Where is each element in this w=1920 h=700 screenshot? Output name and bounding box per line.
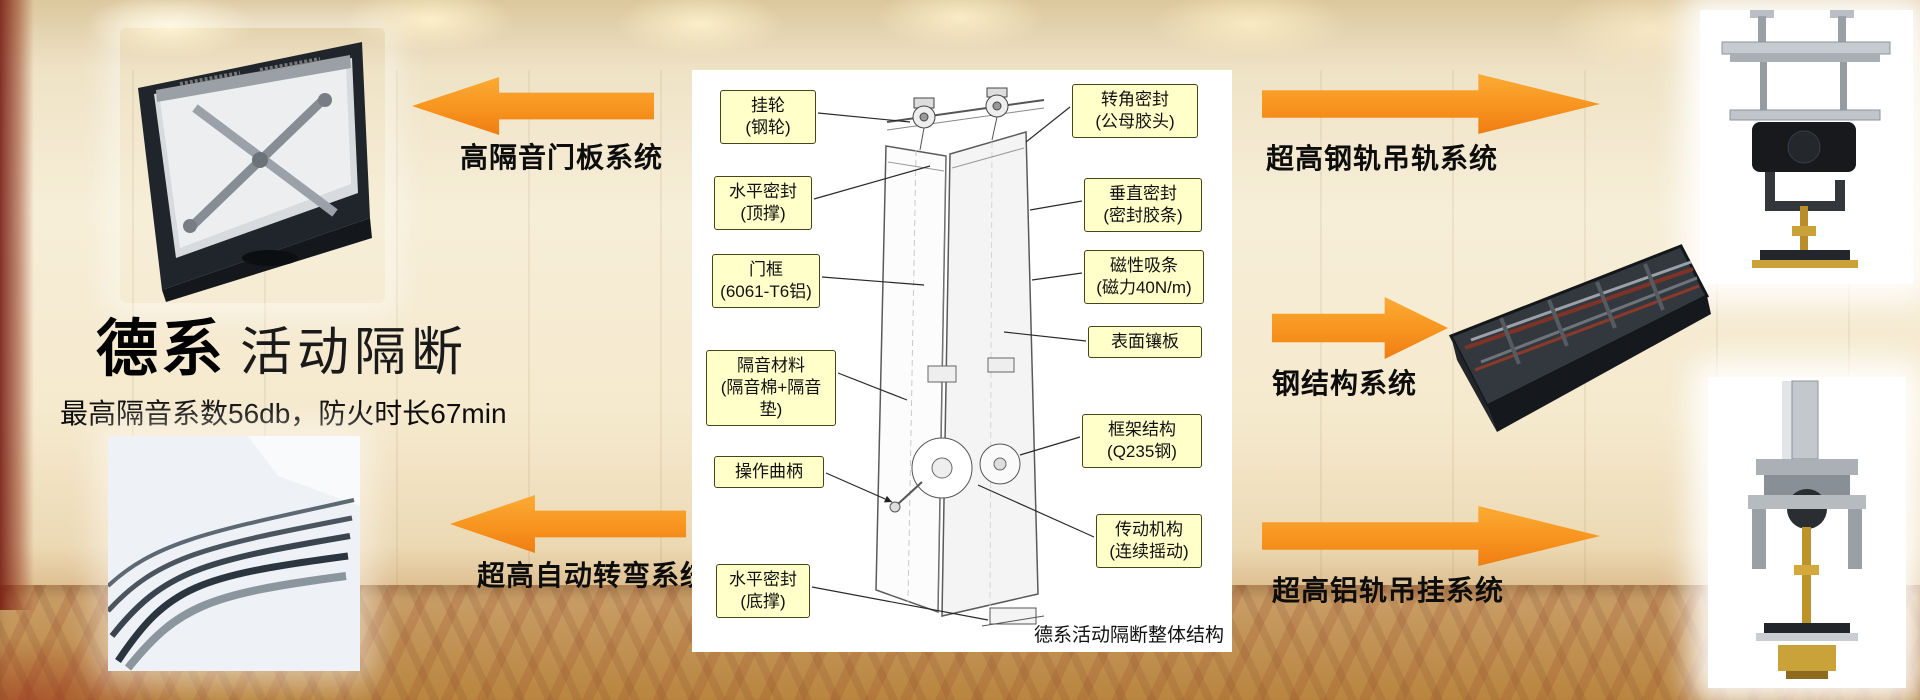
label-steel-rail-hanging-system: 超高钢轨吊轨系统	[1266, 143, 1499, 174]
callout-text: (底撑)	[740, 592, 786, 612]
callout-hanging-wheel: 挂轮 (钢轮)	[720, 90, 816, 145]
callout-frame-structure: 框架结构 (Q235钢)	[1082, 414, 1202, 469]
callout-text: 传动机构	[1115, 520, 1183, 539]
callout-text: (公母胶头)	[1095, 112, 1175, 132]
steel-rail-hanger-illustration	[1700, 10, 1913, 284]
callout-vertical-seal: 垂直密封 (密封胶条)	[1084, 178, 1202, 233]
callout-text: 水平密封	[729, 182, 797, 201]
callout-text: (磁力40N/m)	[1096, 278, 1192, 298]
callout-text: 操作曲柄	[735, 462, 803, 481]
curved-track-photo	[108, 436, 360, 671]
callout-text: 垂直密封	[1109, 184, 1177, 203]
label-door-panel-system: 高隔音门板系统	[460, 142, 664, 173]
door-panel-top-photo	[120, 28, 385, 303]
callout-transmission-mechanism: 传动机构 (连续摇动)	[1096, 514, 1202, 569]
callout-text: 门框	[749, 260, 783, 279]
callout-text: 隔音材料	[737, 356, 805, 375]
product-name: 活动隔断	[240, 324, 469, 382]
callout-operating-crank: 操作曲柄	[714, 456, 824, 489]
callout-magnetic-strip: 磁性吸条 (磁力40N/m)	[1084, 250, 1204, 305]
callout-surface-panel: 表面镶板	[1088, 326, 1202, 359]
structure-diagram-panel: 挂轮 (钢轮) 水平密封 (顶撑) 门框 (6061-T6铝) 隔音材料 (隔音…	[692, 70, 1232, 652]
callout-door-frame: 门框 (6061-T6铝)	[712, 254, 820, 309]
aluminum-rail-hanger-photo	[1708, 377, 1906, 688]
label-steel-structure-system: 钢结构系统	[1272, 368, 1418, 399]
callout-text: (密封胶条)	[1103, 206, 1183, 226]
red-curtain-edge	[0, 0, 34, 610]
label-aluminum-rail-hanging-system: 超高铝轨吊挂系统	[1272, 575, 1505, 606]
steel-structure-illustration	[1448, 244, 1711, 432]
callout-horizontal-seal-bottom: 水平密封 (底撑)	[716, 564, 810, 619]
callout-text: (6061-T6铝)	[720, 282, 812, 302]
callout-horizontal-seal-top: 水平密封 (顶撑)	[714, 176, 812, 231]
callout-text: 转角密封	[1101, 90, 1169, 109]
callout-text: 磁性吸条	[1110, 256, 1178, 275]
callout-text: 表面镶板	[1111, 332, 1179, 351]
diagram-caption: 德系活动隔断整体结构	[1034, 625, 1225, 646]
door-panel-illustration	[138, 42, 372, 302]
partition-structure-drawing	[811, 87, 1095, 627]
callout-text: 框架结构	[1108, 420, 1176, 439]
callout-text: (Q235钢)	[1107, 442, 1177, 462]
callout-text: (顶撑)	[740, 204, 786, 224]
callout-sound-insulation-material: 隔音材料 (隔音棉+隔音垫)	[706, 350, 836, 427]
callout-text: (隔音棉+隔音垫)	[720, 378, 822, 420]
product-subtitle: 最高隔音系数56db，防火时长67min	[60, 398, 507, 429]
callout-text: 挂轮	[751, 96, 785, 115]
callout-text: (钢轮)	[745, 118, 791, 138]
callout-text: (连续摇动)	[1109, 542, 1189, 562]
steel-structure-photo	[1445, 236, 1712, 463]
curved-track-illustration	[108, 436, 360, 671]
label-auto-turning-system: 超高自动转弯系统	[477, 560, 710, 591]
callout-corner-seal: 转角密封 (公母胶头)	[1072, 84, 1198, 139]
steel-rail-hanger-photo	[1700, 10, 1913, 284]
callout-text: 水平密封	[729, 570, 797, 589]
page-title: 德系活动隔断	[96, 298, 468, 388]
aluminum-rail-hanger-illustration	[1708, 377, 1906, 688]
brand-name: 德系	[96, 315, 227, 384]
